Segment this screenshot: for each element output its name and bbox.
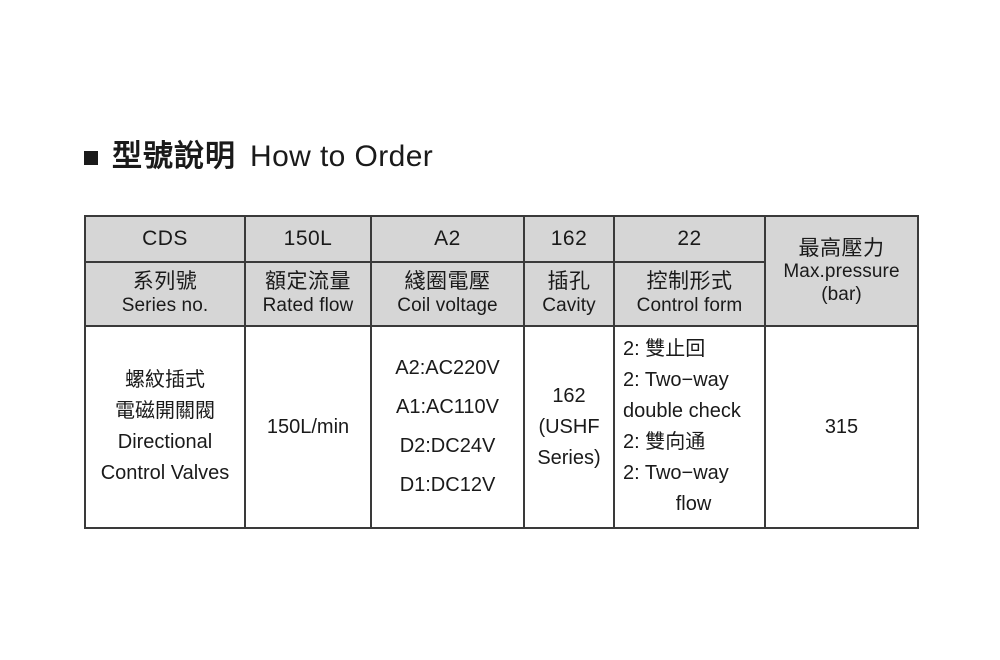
series-label-en: Series no. — [121, 295, 209, 317]
coil-voltage-label-en: Coil voltage — [397, 295, 498, 317]
control-form-label-cn: 控制形式 — [646, 270, 733, 294]
control-form-label-en: Control form — [636, 295, 743, 317]
max-pressure-label-cn: 最高壓力 — [798, 236, 885, 260]
control-form-line-6: flow — [675, 493, 712, 515]
header-cell-rated-flow: 額定流量 Rated flow — [244, 261, 372, 327]
page-title-en: How to Order — [250, 140, 434, 173]
page-title-cn: 型號說明 — [112, 140, 236, 173]
table-row-values: 螺紋插式 電磁開關閥 Directional Control Valves 15… — [84, 325, 919, 529]
cavity-label-cn: 插孔 — [547, 270, 591, 294]
code-cell-rated-flow: 150L — [244, 215, 372, 263]
cavity-label-en: Cavity — [542, 295, 596, 317]
value-cell-rated-flow: 150L/min — [244, 325, 372, 529]
control-form-line-1: 2: 雙止回 — [623, 338, 706, 360]
series-value-line-1: 螺紋插式 — [125, 369, 205, 391]
value-cell-coil-voltage: A2:AC220V A1:AC110V D2:DC24V D1:DC12V — [370, 325, 525, 529]
value-cell-cavity: 162 (USHF Series) — [523, 325, 615, 529]
value-cell-max-pressure: 315 — [764, 325, 919, 529]
control-form-line-2: 2: Two−way — [623, 369, 729, 391]
code-cell-coil-voltage: A2 — [370, 215, 525, 263]
square-bullet-icon — [84, 151, 98, 165]
value-cell-control-form: 2: 雙止回 2: Two−way double check 2: 雙向通 2:… — [613, 325, 766, 529]
section-heading: 型號說明 How to Order — [84, 134, 433, 180]
header-cell-control-form: 控制形式 Control form — [613, 261, 766, 327]
rated-flow-label-en: Rated flow — [262, 295, 354, 317]
coil-voltage-option-a2: A2:AC220V — [395, 357, 500, 379]
series-label-cn: 系列號 — [132, 270, 198, 294]
table-row-codes: CDS 150L A2 162 22 最高壓力 Max.pressure (ba… — [84, 215, 919, 327]
header-cell-series: 系列號 Series no. — [84, 261, 246, 327]
max-pressure-label-unit: (bar) — [821, 283, 862, 305]
header-cell-coil-voltage: 綫圈電壓 Coil voltage — [370, 261, 525, 327]
cavity-value-line-1: 162 — [552, 384, 586, 407]
header-cell-max-pressure: 最高壓力 Max.pressure (bar) — [764, 215, 919, 327]
coil-voltage-label-cn: 綫圈電壓 — [404, 270, 491, 294]
table-row-labels: 系列號 Series no. 額定流量 Rated flow 綫圈電壓 Coil… — [84, 261, 918, 327]
header-cell-cavity: 插孔 Cavity — [523, 261, 615, 327]
coil-voltage-option-d2: D2:DC24V — [399, 435, 496, 457]
how-to-order-table: CDS 150L A2 162 22 最高壓力 Max.pressure (ba… — [84, 215, 919, 529]
rated-flow-label-cn: 額定流量 — [265, 270, 351, 294]
cavity-value-line-2: (USHF — [538, 415, 600, 438]
cavity-value-line-3: Series) — [537, 446, 601, 469]
coil-voltage-option-a1: A1:AC110V — [395, 396, 500, 418]
coil-voltage-option-d1: D1:DC12V — [399, 474, 496, 496]
series-value-line-4: Control Valves — [100, 462, 230, 484]
series-value-line-3: Directional — [117, 431, 213, 453]
series-value-line-2: 電磁開關閥 — [115, 400, 215, 422]
control-form-line-4: 2: 雙向通 — [623, 431, 706, 453]
control-form-line-5: 2: Two−way — [623, 462, 729, 484]
control-form-line-3: double check — [623, 400, 741, 422]
code-cell-series: CDS — [84, 215, 246, 263]
code-cell-cavity: 162 — [523, 215, 615, 263]
value-cell-series: 螺紋插式 電磁開關閥 Directional Control Valves — [84, 325, 246, 529]
code-cell-control-form: 22 — [613, 215, 766, 263]
max-pressure-label-en: Max.pressure — [783, 260, 900, 282]
